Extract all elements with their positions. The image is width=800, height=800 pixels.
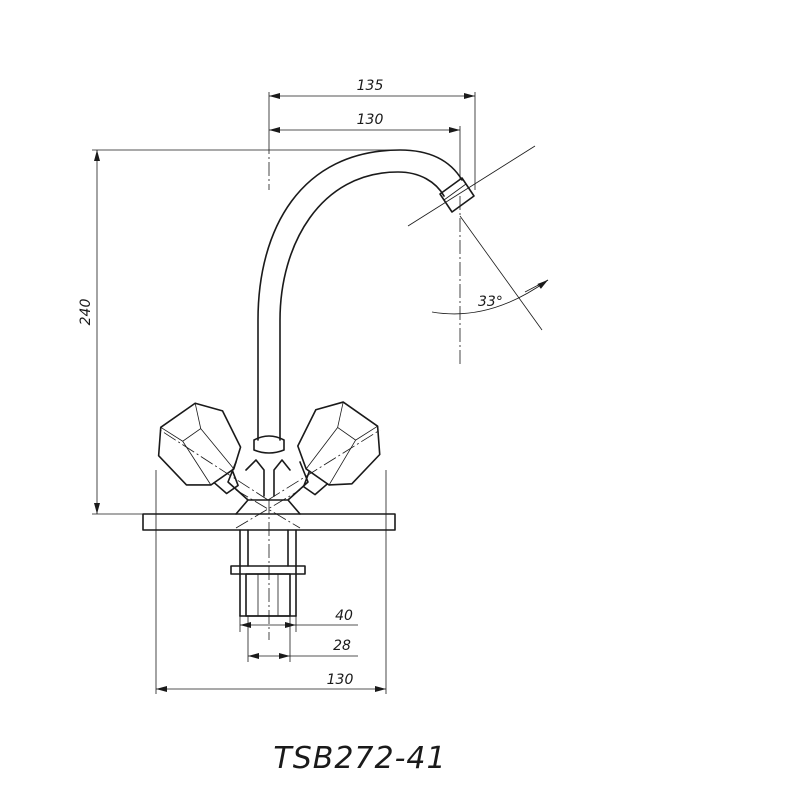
central-body: [227, 459, 309, 515]
dimension-handle-span-label: 130: [327, 672, 354, 688]
dimension-height: 240: [78, 149, 400, 515]
dimension-shank-outer: 40: [239, 608, 358, 632]
dimension-handle-span: 130: [155, 470, 387, 694]
spout-inner: [279, 171, 445, 441]
dimension-reach-total: 135: [268, 78, 476, 190]
dimension-reach-center-label: 130: [357, 112, 384, 128]
dimension-shank-outer-label: 40: [335, 608, 353, 624]
dimension-reach-total-label: 135: [357, 78, 384, 94]
aerator-tip: [439, 177, 475, 213]
center-lines: [159, 140, 543, 640]
dimension-shank-inner-label: 28: [333, 638, 351, 654]
dimension-shank-inner: 28: [247, 616, 358, 662]
spout-outer: [257, 149, 463, 441]
faucet-outline: [142, 149, 475, 617]
dimension-height-label: 240: [78, 299, 94, 326]
left-handle: [157, 402, 242, 495]
dimension-spout-angle: 33°: [431, 279, 549, 315]
dimension-spout-angle-label: 33°: [478, 294, 503, 310]
spout-collar: [253, 435, 285, 454]
model-number: TSB272-41: [273, 741, 446, 776]
dimension-reach-center: 130: [269, 112, 461, 180]
shank: [230, 529, 306, 617]
